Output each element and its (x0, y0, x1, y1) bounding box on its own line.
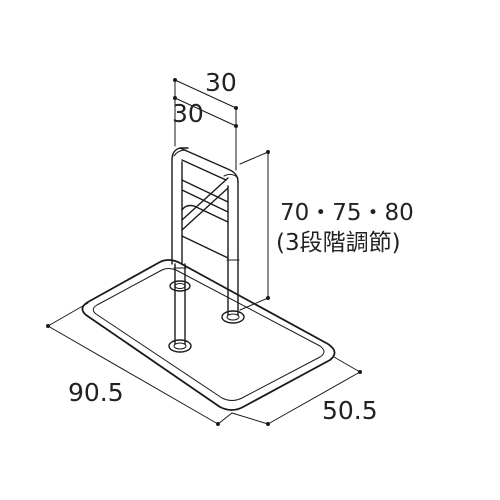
base-length-dimension (46, 302, 233, 426)
back-post (226, 255, 240, 316)
height-adjust-note: (3段階調節) (276, 230, 401, 256)
post-feet (168, 280, 245, 353)
top-outer-width-label: 30 (205, 68, 237, 97)
height-values-label: 70・75・80 (280, 200, 414, 226)
height-dimension (239, 150, 270, 311)
front-post (173, 263, 187, 345)
base-depth-label: 50.5 (322, 396, 378, 425)
top-inner-width-label: 30 (172, 99, 204, 128)
base-length-label: 90.5 (68, 378, 124, 407)
base-depth-dimension (231, 356, 362, 426)
handrail-frame (171, 147, 239, 265)
base-plate (81, 259, 336, 411)
top-width-dimension (173, 78, 238, 171)
